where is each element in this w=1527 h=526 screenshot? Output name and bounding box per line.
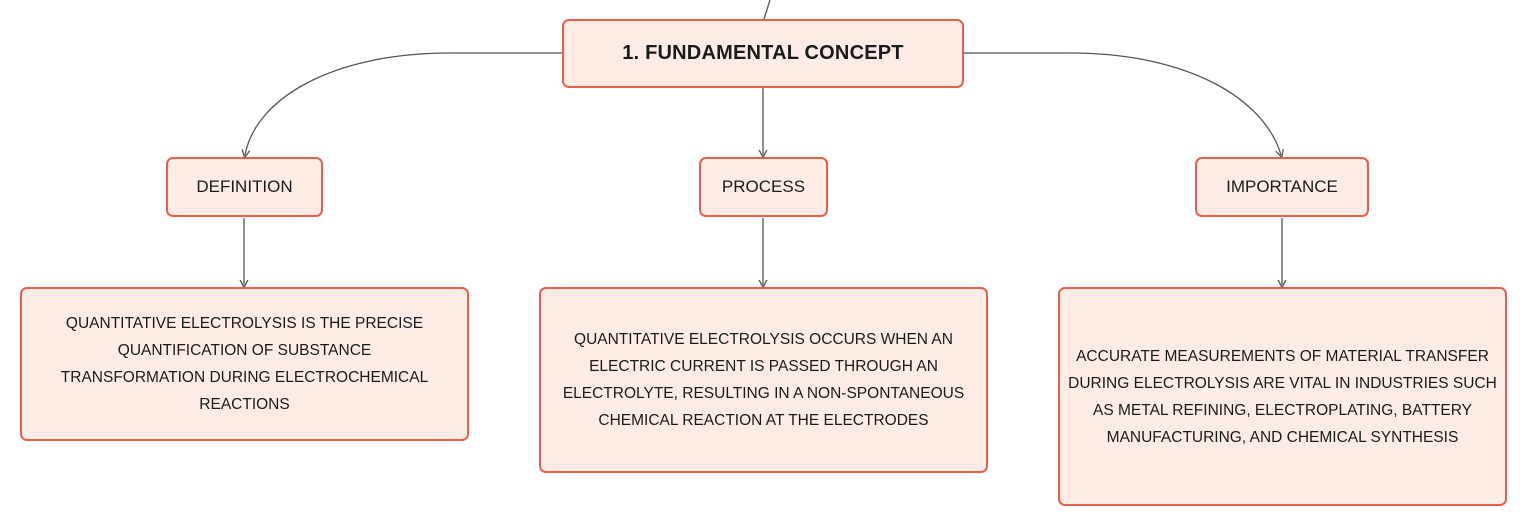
importance-detail-node[interactable]: ACCURATE MEASUREMENTS OF MATERIAL TRANSF… (1058, 287, 1507, 506)
importance-node[interactable]: IMPORTANCE (1195, 157, 1369, 217)
definition-detail-text: QUANTITATIVE ELECTROLYSIS IS THE PRECISE… (60, 315, 429, 413)
definition-detail-node[interactable]: QUANTITATIVE ELECTROLYSIS IS THE PRECISE… (20, 287, 469, 441)
importance-detail-text: ACCURATE MEASUREMENTS OF MATERIAL TRANSF… (1068, 347, 1497, 446)
connector-root-definition (245, 52, 562, 155)
importance-label: IMPORTANCE (1226, 177, 1338, 196)
process-detail-node[interactable]: QUANTITATIVE ELECTROLYSIS OCCURS WHEN AN… (539, 287, 988, 473)
root-node[interactable]: 1. FUNDAMENTAL CONCEPT (562, 19, 964, 88)
connector-root-importance (964, 52, 1281, 155)
definition-node[interactable]: DEFINITION (166, 157, 323, 217)
process-node[interactable]: PROCESS (699, 157, 828, 217)
process-detail-text: QUANTITATIVE ELECTROLYSIS OCCURS WHEN AN… (562, 331, 965, 429)
definition-label: DEFINITION (196, 177, 293, 196)
incoming-connector (763, 0, 771, 20)
root-label: 1. FUNDAMENTAL CONCEPT (622, 42, 904, 64)
process-label: PROCESS (721, 177, 806, 196)
